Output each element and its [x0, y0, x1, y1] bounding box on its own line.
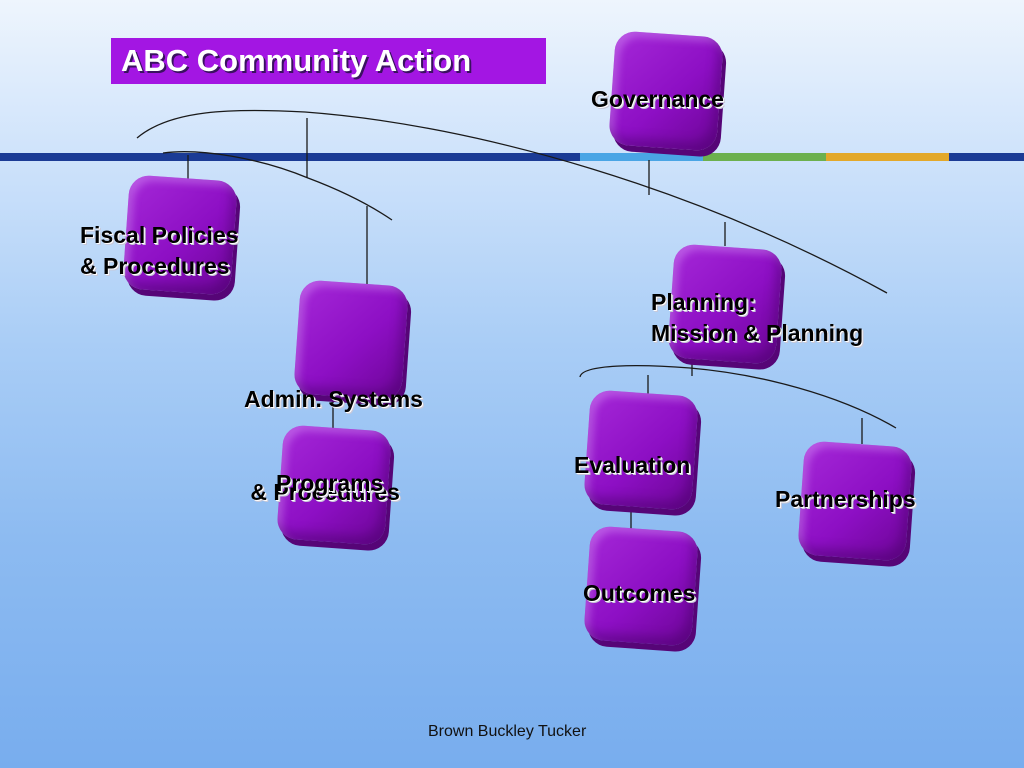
planning-label-line-2: Mission & Planning — [651, 320, 864, 346]
fiscal-policies-label-line-2: & Procedures — [80, 253, 230, 279]
fiscal-policies-label: Fiscal Policies & Procedures — [80, 220, 239, 282]
header-divider — [0, 153, 1024, 161]
planning-label-line-1: Planning: — [651, 289, 756, 315]
admin-systems-label-line-1: Admin. Systems — [244, 386, 423, 412]
divider-accent-green — [703, 153, 826, 161]
arc-governance-branch — [136, 109, 888, 294]
planning-label: Planning: Mission & Planning — [651, 287, 863, 349]
governance-label: Governance — [591, 84, 724, 115]
footer-credit: Brown Buckley Tucker — [428, 723, 587, 740]
evaluation-label: Evaluation — [574, 450, 690, 481]
outcomes-label: Outcomes — [583, 578, 695, 609]
programs-label: Programs — [276, 468, 383, 499]
governance-label-line: Governance — [591, 86, 724, 112]
page-title: ABC Community Action — [121, 43, 472, 78]
arc-fiscal-branch — [162, 151, 393, 221]
admin-systems-label: Admin. Systems & Procedures — [244, 322, 423, 539]
partnerships-label: Partnerships — [775, 484, 916, 515]
title-banner: ABC Community Action — [111, 38, 546, 84]
admin-systems-label-line-2: & Procedures — [244, 479, 400, 505]
evaluation-label-line: Evaluation — [574, 452, 691, 478]
programs-label-line: Programs — [276, 470, 384, 496]
partnerships-label-line: Partnerships — [775, 486, 916, 512]
divider-accent-gold — [826, 153, 949, 161]
fiscal-policies-label-line-1: Fiscal Policies — [80, 222, 239, 248]
arc-planning-branch — [579, 365, 897, 429]
divider-accent-blue — [580, 153, 703, 161]
outcomes-label-line: Outcomes — [583, 580, 696, 606]
